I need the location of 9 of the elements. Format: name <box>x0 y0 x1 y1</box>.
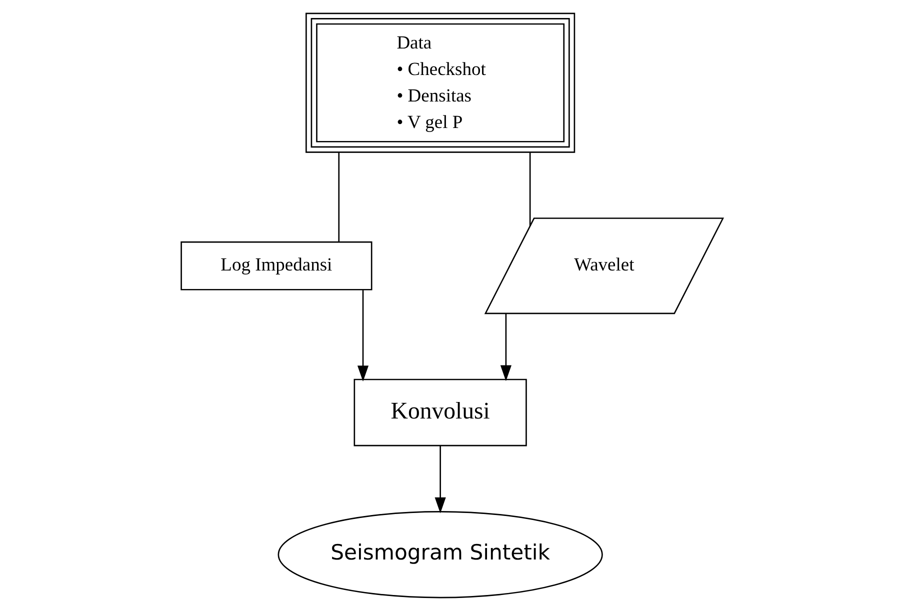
node-box: Log Impedansi <box>180 241 372 290</box>
connector <box>529 152 531 226</box>
arrow <box>357 290 369 382</box>
connector <box>338 152 340 242</box>
node-box: Konvolusi <box>354 378 527 446</box>
node-ellipse: Seismogram Sintetik <box>278 511 603 598</box>
node-box: Data • Checkshot • Densitas • V gel P <box>306 12 576 153</box>
arrow <box>500 313 512 382</box>
arrow <box>434 446 446 514</box>
